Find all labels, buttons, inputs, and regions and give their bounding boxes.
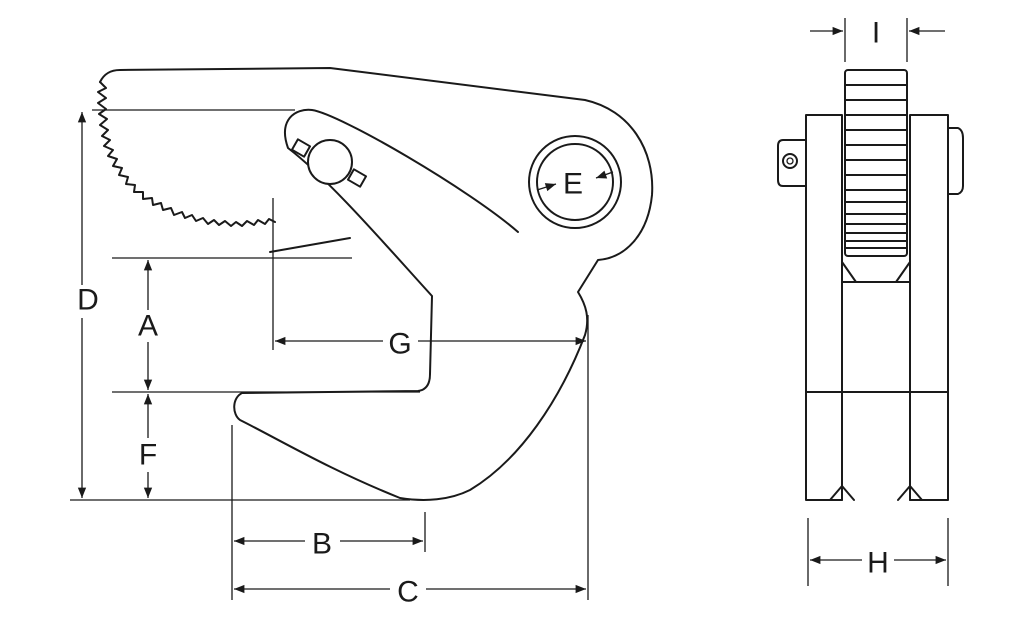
label-G: G [388,328,411,361]
side-plate-right [909,114,949,501]
handle-bolt [782,153,798,169]
side-view [777,69,964,501]
label-F: F [139,439,157,472]
label-H: H [867,547,889,580]
label-D: D [77,284,99,317]
lifting-eye-inner [536,143,614,221]
clamp-body [99,67,654,501]
pivot-pin [307,139,353,185]
pin-key-right [346,168,368,188]
pin-key-left [290,138,312,158]
label-A: A [138,310,158,343]
side-knob [947,127,964,195]
lifting-eye [528,135,622,229]
label-I: I [872,17,880,50]
front-view: E [97,67,654,501]
side-plate-left [805,114,843,501]
serrated-cam-side [844,69,908,257]
side-handle [777,139,807,187]
label-B: B [312,528,332,561]
label-C: C [397,576,419,609]
front-dimensions: D A F G B C [70,109,589,609]
cam-teeth-lines [844,84,908,249]
label-E: E [563,168,583,201]
side-dimensions: I H [807,17,949,586]
cam-edge [269,237,351,253]
serrated-cam-teeth [97,81,276,227]
